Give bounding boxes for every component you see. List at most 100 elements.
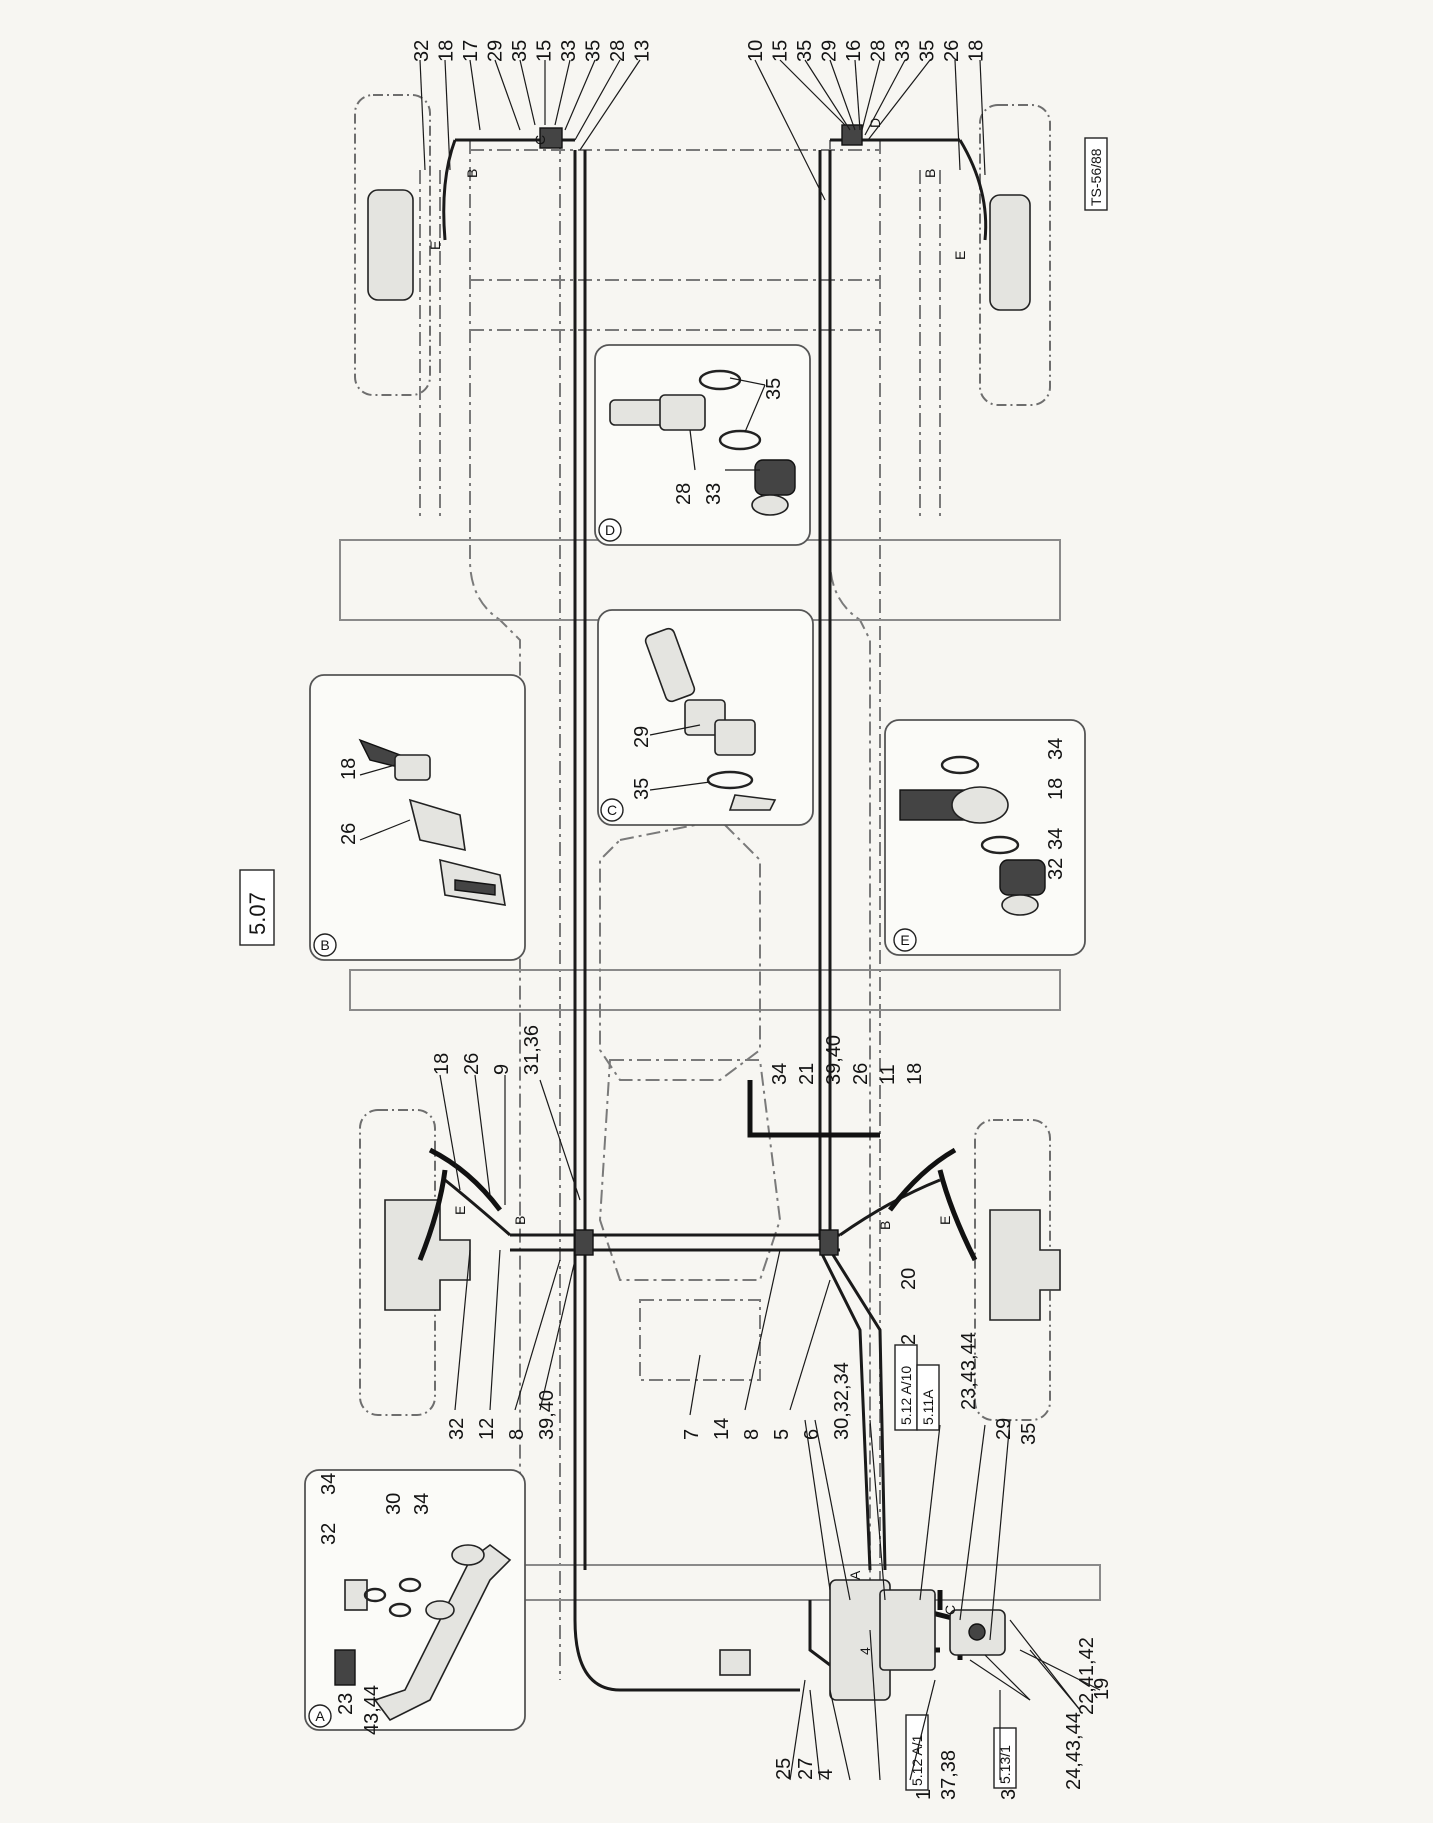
- port-letter-0: A: [847, 1570, 863, 1580]
- inset-b: B 18 26: [309, 674, 526, 961]
- callout-bottom-3: 1: [913, 1789, 935, 1800]
- diagram-mark-text: 4: [857, 1647, 873, 1655]
- callout-front-left-bottom-2: 8: [506, 1429, 528, 1440]
- callout-rear-right-5: 28: [868, 40, 890, 62]
- inset-e-label-34b: 34: [1045, 828, 1067, 850]
- ref-5-11-a: 5.11A: [920, 1389, 936, 1425]
- callout-rear-right-2: 35: [794, 40, 816, 62]
- inset-a-label-34: 34: [318, 1473, 340, 1495]
- brake-pipes: [417, 124, 1006, 1701]
- callout-rear-right-8: 26: [941, 40, 963, 62]
- inset-a-label-43-44: 43,44: [361, 1685, 383, 1735]
- callout-front-right-2: 39,40: [823, 1035, 845, 1085]
- port-letter-2: B: [922, 169, 938, 178]
- inset-d-label-33: 33: [703, 483, 725, 505]
- port-letter-7: B: [512, 1216, 528, 1225]
- callout-bottom-1: 27: [795, 1758, 817, 1780]
- callout-center-1: 14: [711, 1418, 733, 1440]
- callout-front-left-top-0: 18: [431, 1053, 453, 1075]
- port-letter-5: E: [427, 241, 443, 250]
- callout-front-left-bottom-1: 12: [476, 1418, 498, 1440]
- callout-right-mid-3: 29: [993, 1418, 1015, 1440]
- callout-rear-left-3: 29: [485, 40, 507, 62]
- inset-d-label-28: 28: [673, 483, 695, 505]
- callout-rear-left-5: 15: [534, 40, 556, 62]
- callout-center-0: 7: [681, 1429, 703, 1440]
- inset-a-label-23: 23: [335, 1693, 357, 1715]
- inset-c-letter: C: [607, 802, 617, 818]
- inset-b-label-18: 18: [338, 758, 360, 780]
- port-letter-10: E: [937, 1216, 953, 1225]
- reference-boxes: 5.12 A/10 5.11A 5.12 A/1 5.13/1: [894, 1344, 1017, 1791]
- inset-e: E 34 18 34 32: [884, 719, 1086, 956]
- callout-front-right-3: 26: [850, 1063, 872, 1085]
- callout-rear-left-8: 28: [607, 40, 629, 62]
- inset-e-label-34: 34: [1045, 738, 1067, 760]
- inset-a-label-32: 32: [318, 1523, 340, 1545]
- inset-d-label-35: 35: [763, 378, 785, 400]
- callout-rear-left-7: 35: [583, 40, 605, 62]
- callout-front-left-top-2: 9: [491, 1064, 513, 1075]
- inset-a-letter: A: [315, 1708, 325, 1724]
- callout-rear-right-7: 35: [917, 40, 939, 62]
- callout-right-mid-2: 23,43,44: [958, 1332, 980, 1410]
- drawing-code: TS-56/88: [1088, 148, 1104, 206]
- port-letter-9: E: [452, 1206, 468, 1215]
- callout-rear-right-3: 29: [819, 40, 841, 62]
- callout-center-4: 6: [801, 1429, 823, 1440]
- port-letter-8: B: [877, 1221, 893, 1230]
- inset-d: D 35 28 33: [594, 344, 811, 546]
- port-letter-6: E: [952, 251, 968, 260]
- callout-front-left-bottom-3: 39,40: [536, 1390, 558, 1440]
- inset-e-label-32: 32: [1045, 858, 1067, 880]
- callouts-front-left-top: 18 26 9 31,36: [431, 1025, 543, 1075]
- ref-5-12-a1: 5.12 A/1: [909, 1734, 925, 1786]
- callout-rear-right-1: 15: [770, 40, 792, 62]
- inset-b-letter: B: [320, 937, 329, 953]
- wheels: [354, 94, 1061, 1421]
- wheel-rear-right: [979, 104, 1051, 406]
- callout-front-left-top-3: 31,36: [521, 1025, 543, 1075]
- callout-rear-right-9: 18: [966, 40, 988, 62]
- port-letter-11: C: [942, 1605, 958, 1615]
- callout-rear-left-6: 33: [558, 40, 580, 62]
- callout-bottom-4: 37,38: [938, 1750, 960, 1800]
- callout-front-right-4: 11: [877, 1064, 899, 1085]
- ref-5-13-1: 5.13/1: [997, 1745, 1013, 1784]
- callout-rear-left-0: 32: [411, 40, 433, 62]
- callout-right-mid-0: 20: [898, 1268, 920, 1290]
- inset-c-label-35: 35: [631, 778, 653, 800]
- callout-center-5: 30,32,34: [831, 1362, 853, 1440]
- leader-lines: [419, 59, 1101, 1781]
- callout-right-mid-1: 2: [898, 1334, 920, 1345]
- page-number-box: 5.07: [239, 869, 275, 946]
- callout-rear-right-6: 33: [892, 40, 914, 62]
- inset-a-label-34b: 34: [411, 1493, 433, 1515]
- port-letter-3: C: [532, 135, 548, 145]
- callout-center-2: 8: [741, 1429, 763, 1440]
- page-number: 5.07: [245, 892, 270, 935]
- callout-front-left-top-1: 26: [461, 1053, 483, 1075]
- callout-rear-left-4: 35: [509, 40, 531, 62]
- inset-c-label-29: 29: [631, 726, 653, 748]
- callout-center-3: 5: [771, 1429, 793, 1440]
- callout-bottom-5: 3: [998, 1789, 1020, 1800]
- inset-b-label-26: 26: [338, 823, 360, 845]
- callout-rear-left-9: 13: [632, 40, 654, 62]
- inset-a-label-30: 30: [383, 1493, 405, 1515]
- inset-e-label-18: 18: [1045, 778, 1067, 800]
- port-letter-1: B: [464, 169, 480, 178]
- diagram-mark: 4: [857, 1647, 873, 1655]
- callout-right-mid-4: 35: [1018, 1423, 1040, 1445]
- callout-front-right-0: 34: [769, 1063, 791, 1085]
- callout-master-cyl-0: 22,41,42: [1076, 1637, 1098, 1715]
- callout-front-right-5: 18: [904, 1063, 926, 1085]
- callout-rear-right-4: 16: [843, 40, 865, 62]
- inset-c: C 29 35: [597, 609, 814, 826]
